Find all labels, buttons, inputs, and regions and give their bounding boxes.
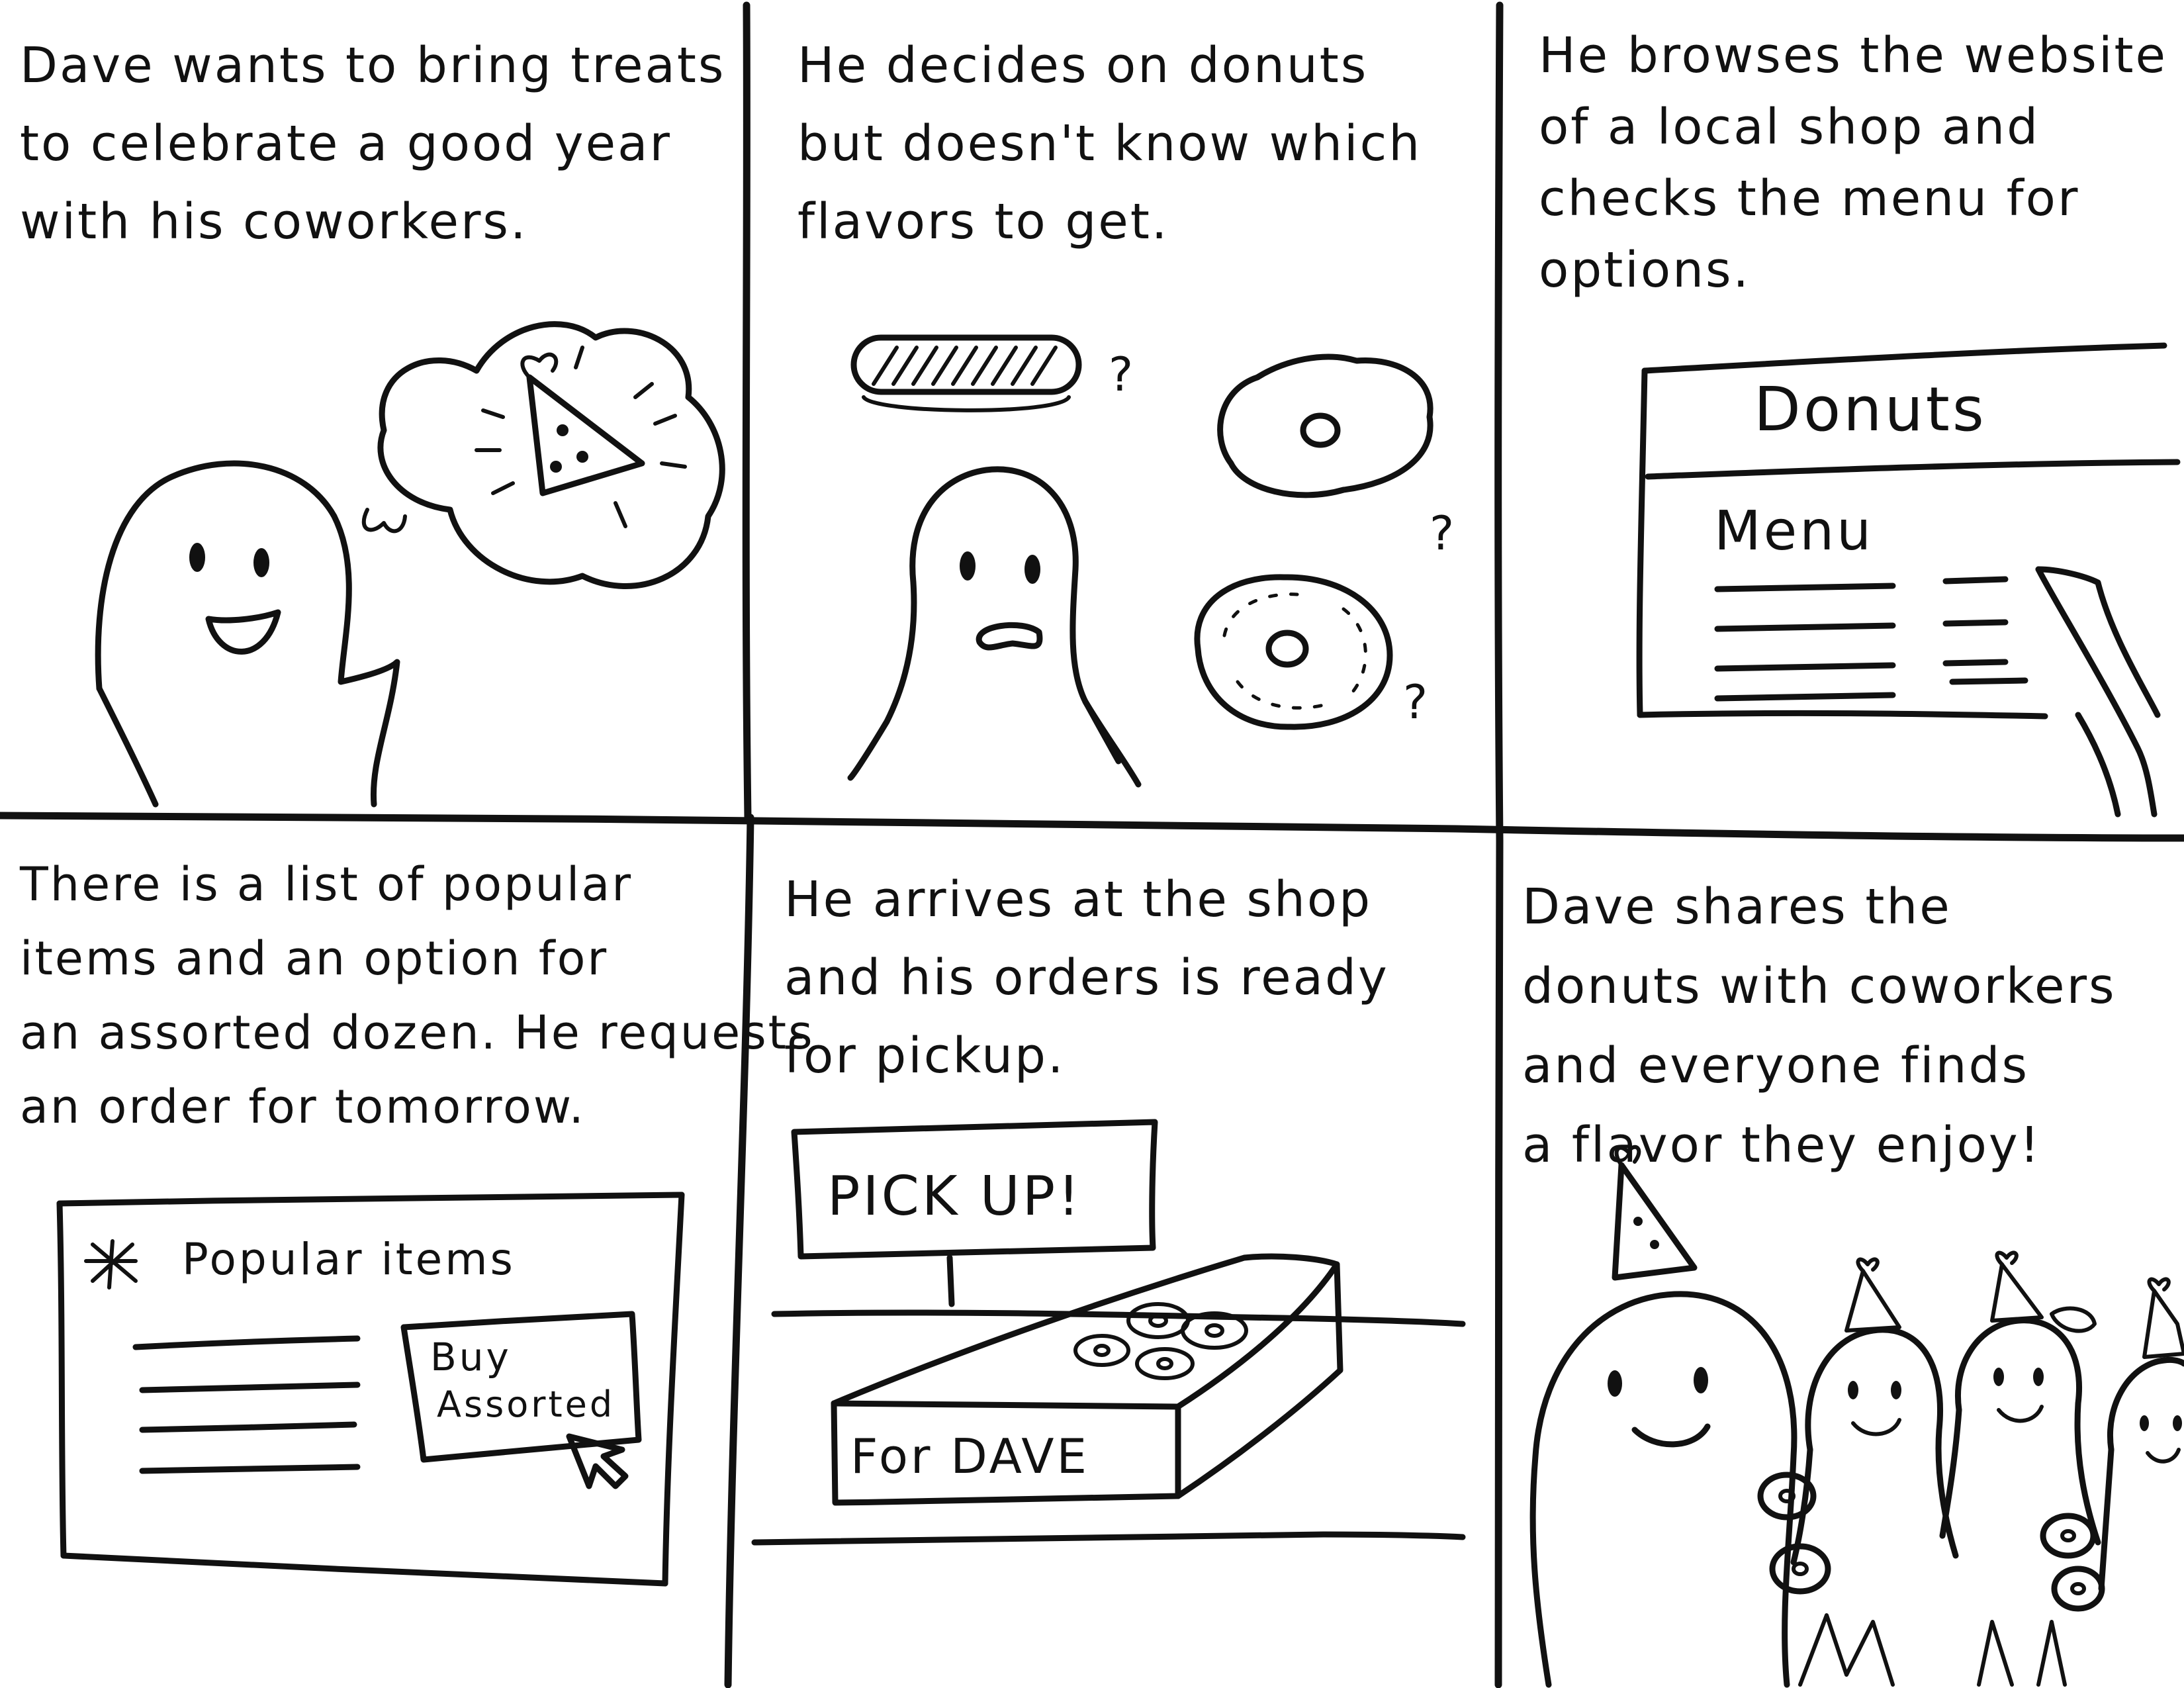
coworker-1 — [1757, 1257, 1959, 1687]
panel-4-drawing: Popular items Buy Assorted — [56, 1192, 685, 1587]
counter-front-edge — [751, 1531, 1466, 1546]
panel-1-drawing — [95, 321, 725, 808]
donut-icon — [1217, 353, 1433, 498]
buy-assorted-button: Buy Assorted — [400, 1311, 642, 1463]
donut-box: For DAVE — [831, 1253, 1343, 1506]
donut-icon — [2051, 1566, 2105, 1612]
panel-3-drawing: Donuts Menu — [1636, 342, 2181, 818]
panel-6-caption: Dave shares the donuts with coworkers an… — [1522, 878, 2116, 1174]
popular-item-lines — [132, 1335, 361, 1474]
party-hat-icon — [2142, 1277, 2184, 1359]
donut-icon — [1757, 1472, 1817, 1521]
donut-icon — [1135, 1347, 1195, 1380]
party-hat-icon — [475, 346, 687, 528]
panel-5-drawing: PICK UP! For DAVE — [751, 1119, 1466, 1546]
laptop-screen — [1636, 342, 2181, 720]
eclair-icon — [2050, 1306, 2097, 1333]
thought-dots — [361, 508, 407, 534]
assorted-label: Assorted — [437, 1383, 615, 1425]
cursor-icon — [566, 1433, 629, 1489]
dave-worried — [847, 466, 1142, 788]
party-hat-icon — [1990, 1250, 2044, 1323]
panel-5-caption: He arrives at the shop and his orders is… — [784, 871, 1389, 1084]
counter-back-edge — [771, 1309, 1466, 1327]
browser-window — [56, 1192, 685, 1587]
donut-icon — [1126, 1302, 1190, 1339]
panel-2-drawing: ? ? ? — [847, 334, 1457, 788]
thought-bubble-icon — [377, 321, 725, 589]
website-menu-heading: Menu — [1714, 500, 1874, 563]
panel-1-caption: Dave wants to bring treats to celebrate … — [20, 37, 726, 250]
party-hat-icon — [1612, 1145, 1698, 1281]
panel-3-caption: He browses the website of a local shop a… — [1539, 27, 2168, 299]
question-mark-1: ? — [1109, 348, 1136, 402]
panel-6-drawing — [1529, 1145, 2184, 1688]
buy-label: Buy — [430, 1335, 512, 1380]
hand-pointer — [2035, 566, 2161, 818]
dave-with-party-hat — [1529, 1145, 1797, 1688]
donut-icon — [1181, 1311, 1248, 1350]
coworker-2 — [1939, 1250, 2105, 1687]
pickup-sign-text: PICK UP! — [827, 1165, 1082, 1228]
popular-items-heading: Popular items — [182, 1234, 516, 1285]
question-mark-2: ? — [1430, 506, 1457, 561]
website-title: Donuts — [1754, 374, 1987, 445]
eclair-icon — [850, 334, 1082, 412]
donut-icon — [1073, 1334, 1130, 1367]
menu-lines — [1714, 576, 2028, 702]
question-mark-3: ? — [1403, 675, 1430, 729]
panel-2-caption: He decides on donuts but doesn't know wh… — [797, 37, 1422, 250]
box-label: For DAVE — [850, 1429, 1089, 1484]
star-icon — [84, 1239, 138, 1289]
donut-icon — [1769, 1543, 1831, 1595]
donut-icon — [1194, 574, 1393, 730]
donut-icon — [2040, 1513, 2097, 1559]
pickup-sign: PICK UP! — [791, 1119, 1158, 1307]
party-hat-icon — [1844, 1257, 1901, 1333]
dave-happy — [95, 460, 400, 808]
panel-4-caption: There is a list of popular items and an … — [20, 857, 815, 1134]
coworker-3 — [2098, 1277, 2184, 1592]
